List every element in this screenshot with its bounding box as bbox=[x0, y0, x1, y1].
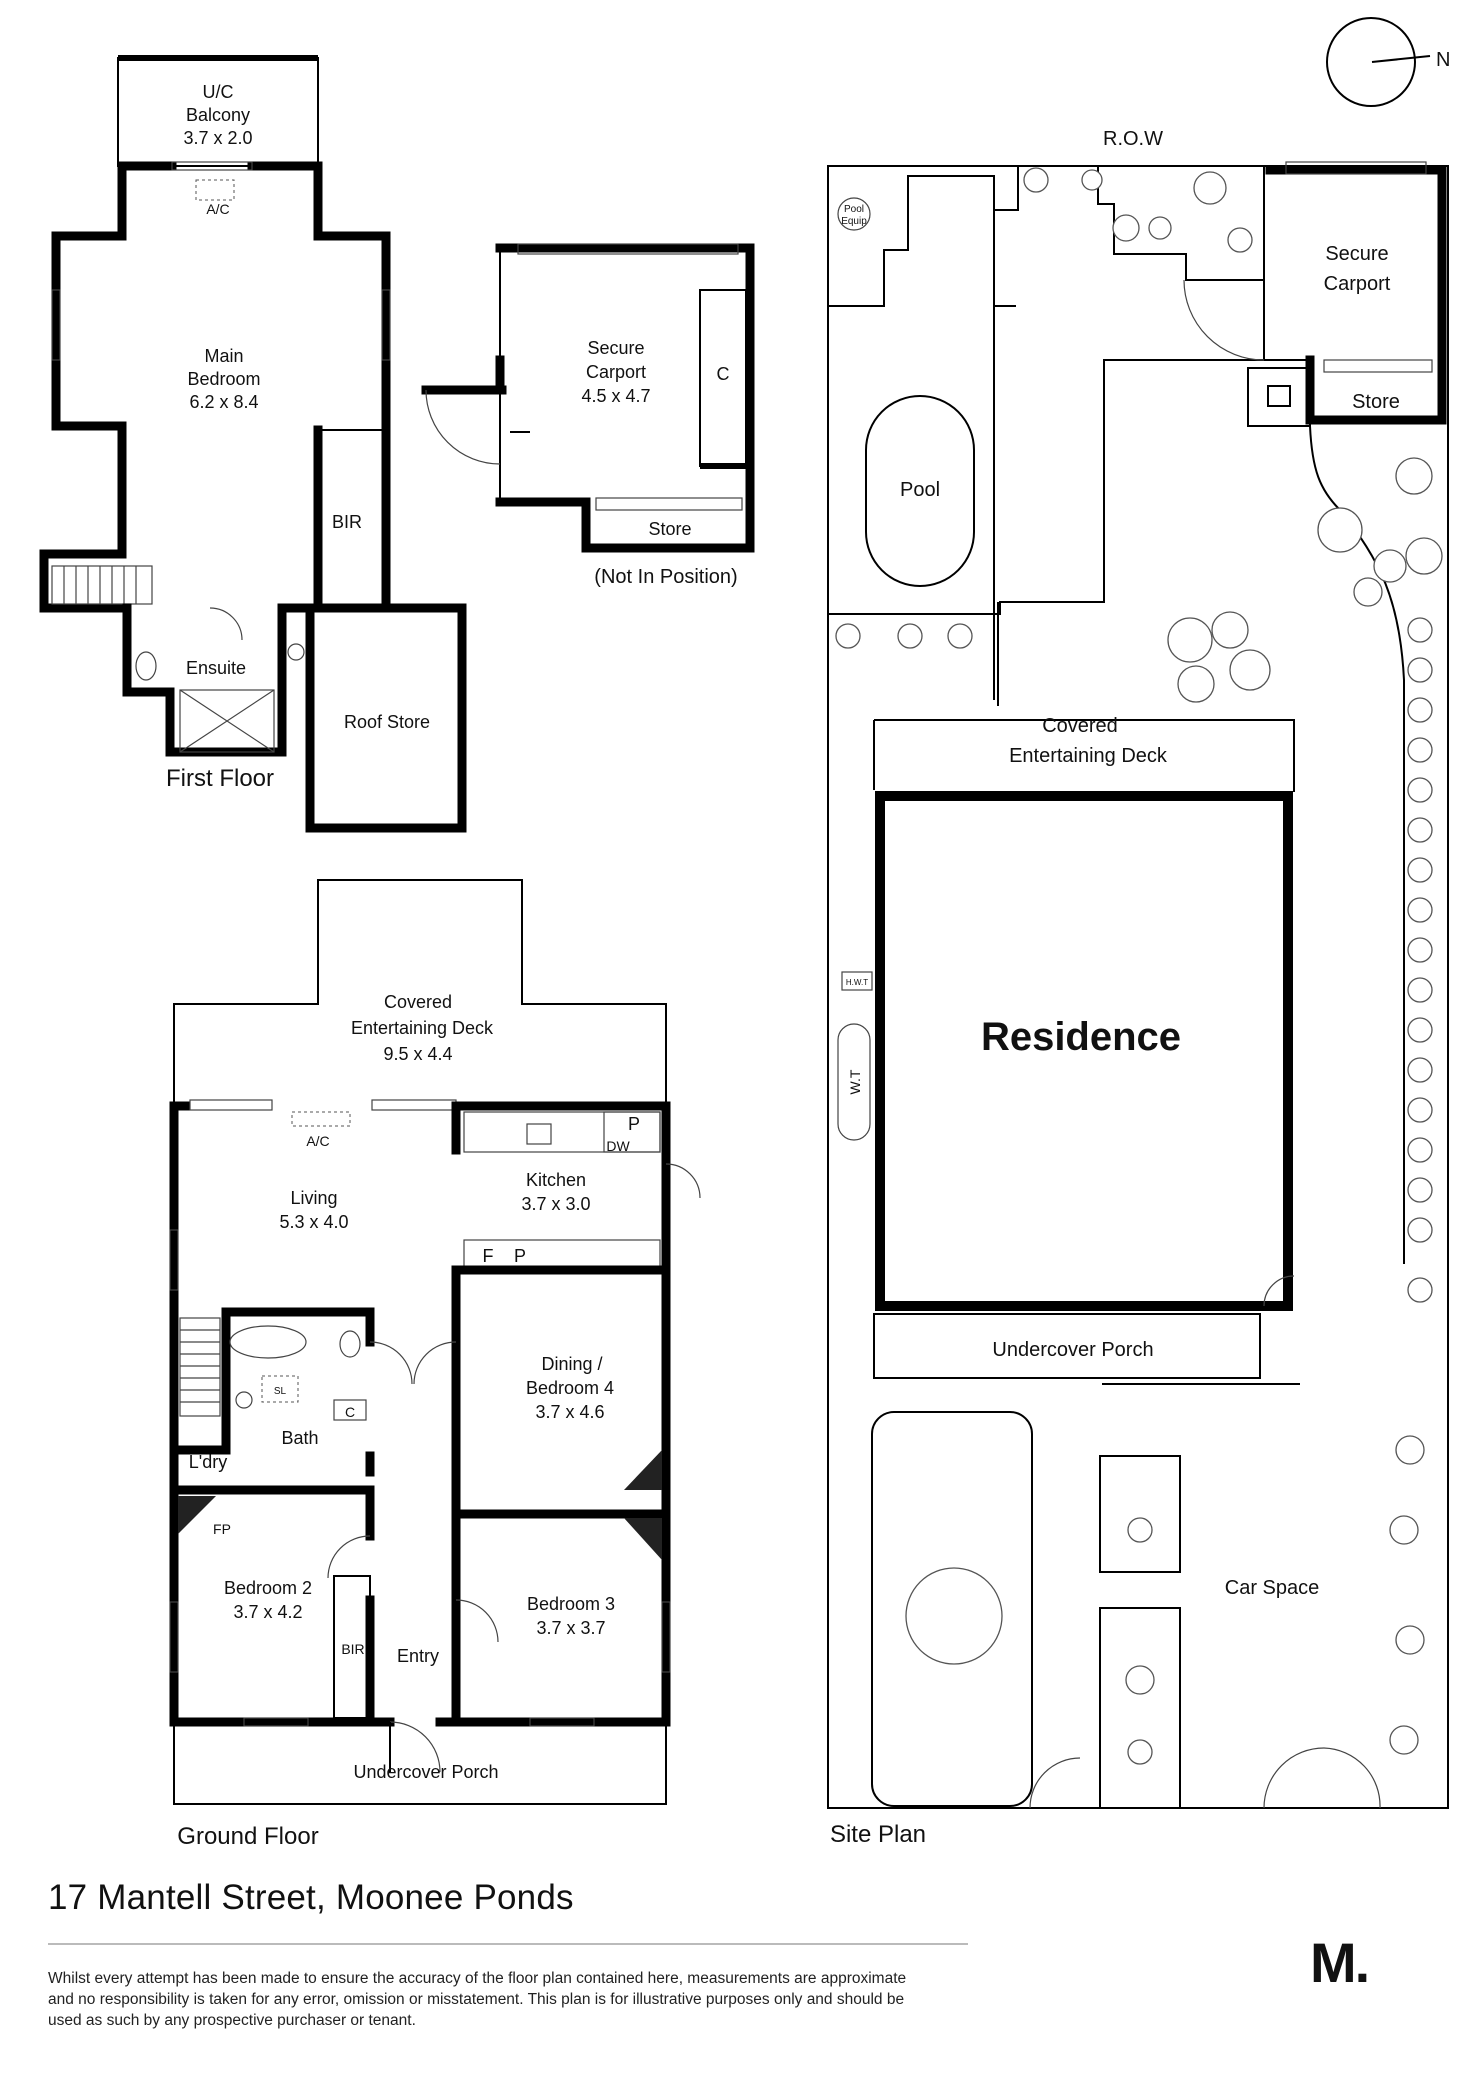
compass-north-label: N bbox=[1436, 49, 1450, 71]
site-deck-label-2: Entertaining Deck bbox=[1009, 745, 1168, 767]
disclaimer-text: Whilst every attempt has been made to en… bbox=[48, 1970, 907, 2029]
site-carport-label: Secure bbox=[1325, 243, 1388, 265]
first-floor-bir-label: BIR bbox=[332, 512, 362, 532]
carport-detail-label-2: Carport bbox=[586, 362, 646, 382]
carport-store-label: Store bbox=[648, 519, 691, 539]
main-bedroom-label-2: Bedroom bbox=[187, 369, 260, 389]
balcony-label: U/C bbox=[203, 82, 234, 102]
dining-label-2: Bedroom 4 bbox=[526, 1378, 614, 1398]
fridge-label: F bbox=[483, 1246, 494, 1266]
pool-equip-label-2: Equip bbox=[841, 216, 867, 227]
carport-detail-plan bbox=[421, 243, 755, 553]
bedroom3-dims: 3.7 x 3.7 bbox=[536, 1618, 605, 1638]
bedroom2-dims: 3.7 x 4.2 bbox=[233, 1602, 302, 1622]
gf-bir-label: BIR bbox=[341, 1641, 364, 1657]
first-floor-caption: First Floor bbox=[166, 765, 274, 792]
first-floor-ac-label: A/C bbox=[206, 201, 229, 217]
hwt-label: H.W.T bbox=[846, 978, 868, 987]
gf-deck-label: Covered bbox=[384, 992, 452, 1012]
entry-label: Entry bbox=[397, 1646, 439, 1666]
ground-floor-caption: Ground Floor bbox=[177, 1823, 318, 1850]
bedroom3-label: Bedroom 3 bbox=[527, 1594, 615, 1614]
property-address: 17 Mantell Street, Moonee Ponds bbox=[48, 1878, 574, 1917]
balcony-dims: 3.7 x 2.0 bbox=[183, 128, 252, 148]
site-plan-caption: Site Plan bbox=[830, 1821, 926, 1848]
site-store-label: Store bbox=[1352, 391, 1400, 413]
main-bedroom-label: Main bbox=[204, 346, 243, 366]
agency-logo: M. bbox=[1310, 1931, 1370, 1994]
balcony-label-2: Balcony bbox=[186, 105, 250, 125]
carport-note: (Not In Position) bbox=[594, 566, 737, 588]
wt-label: W.T bbox=[847, 1069, 863, 1094]
gf-deck-dims: 9.5 x 4.4 bbox=[383, 1044, 452, 1064]
pool-equip-label: Pool bbox=[844, 204, 864, 215]
site-porch-label: Undercover Porch bbox=[992, 1339, 1153, 1361]
ground-floor-plan bbox=[169, 879, 701, 1805]
dining-label: Dining / bbox=[541, 1354, 602, 1374]
row-label: R.O.W bbox=[1103, 128, 1163, 150]
ensuite-label: Ensuite bbox=[186, 658, 246, 678]
site-pool-label: Pool bbox=[900, 479, 940, 501]
laundry-label: L'dry bbox=[189, 1452, 227, 1472]
carport-detail-label: Secure bbox=[587, 338, 644, 358]
bedroom2-label: Bedroom 2 bbox=[224, 1578, 312, 1598]
site-carport-label-2: Carport bbox=[1324, 273, 1391, 295]
dishwasher-label: DW bbox=[606, 1138, 630, 1154]
living-dims: 5.3 x 4.0 bbox=[279, 1212, 348, 1232]
kitchen-label: Kitchen bbox=[526, 1170, 586, 1190]
gf-ac-label: A/C bbox=[306, 1133, 329, 1149]
site-deck-label: Covered bbox=[1042, 715, 1118, 737]
gf-deck-label-2: Entertaining Deck bbox=[351, 1018, 494, 1038]
residence-label: Residence bbox=[981, 1015, 1181, 1059]
pantry-label: P bbox=[514, 1246, 526, 1266]
sl-label: SL bbox=[274, 1386, 287, 1397]
living-label: Living bbox=[290, 1188, 337, 1208]
site-plan bbox=[827, 161, 1449, 1809]
main-bedroom-dims: 6.2 x 8.4 bbox=[189, 392, 258, 412]
kitchen-pantry-label: P bbox=[628, 1114, 640, 1134]
dining-dims: 3.7 x 4.6 bbox=[535, 1402, 604, 1422]
compass: N bbox=[1326, 17, 1450, 107]
carport-detail-dims: 4.5 x 4.7 bbox=[581, 386, 650, 406]
car-space-label: Car Space bbox=[1225, 1577, 1320, 1599]
carport-cupboard-label: C bbox=[717, 364, 730, 384]
bath-cupboard-label: C bbox=[345, 1404, 355, 1420]
site-plan-trees bbox=[835, 167, 1443, 1765]
title-divider bbox=[48, 1943, 968, 1945]
gf-porch-label: Undercover Porch bbox=[353, 1762, 498, 1782]
kitchen-dims: 3.7 x 3.0 bbox=[521, 1194, 590, 1214]
fireplace-label: FP bbox=[213, 1521, 231, 1537]
roof-store-label: Roof Store bbox=[344, 712, 430, 732]
first-floor-plan bbox=[39, 55, 467, 833]
bath-label: Bath bbox=[281, 1428, 318, 1448]
